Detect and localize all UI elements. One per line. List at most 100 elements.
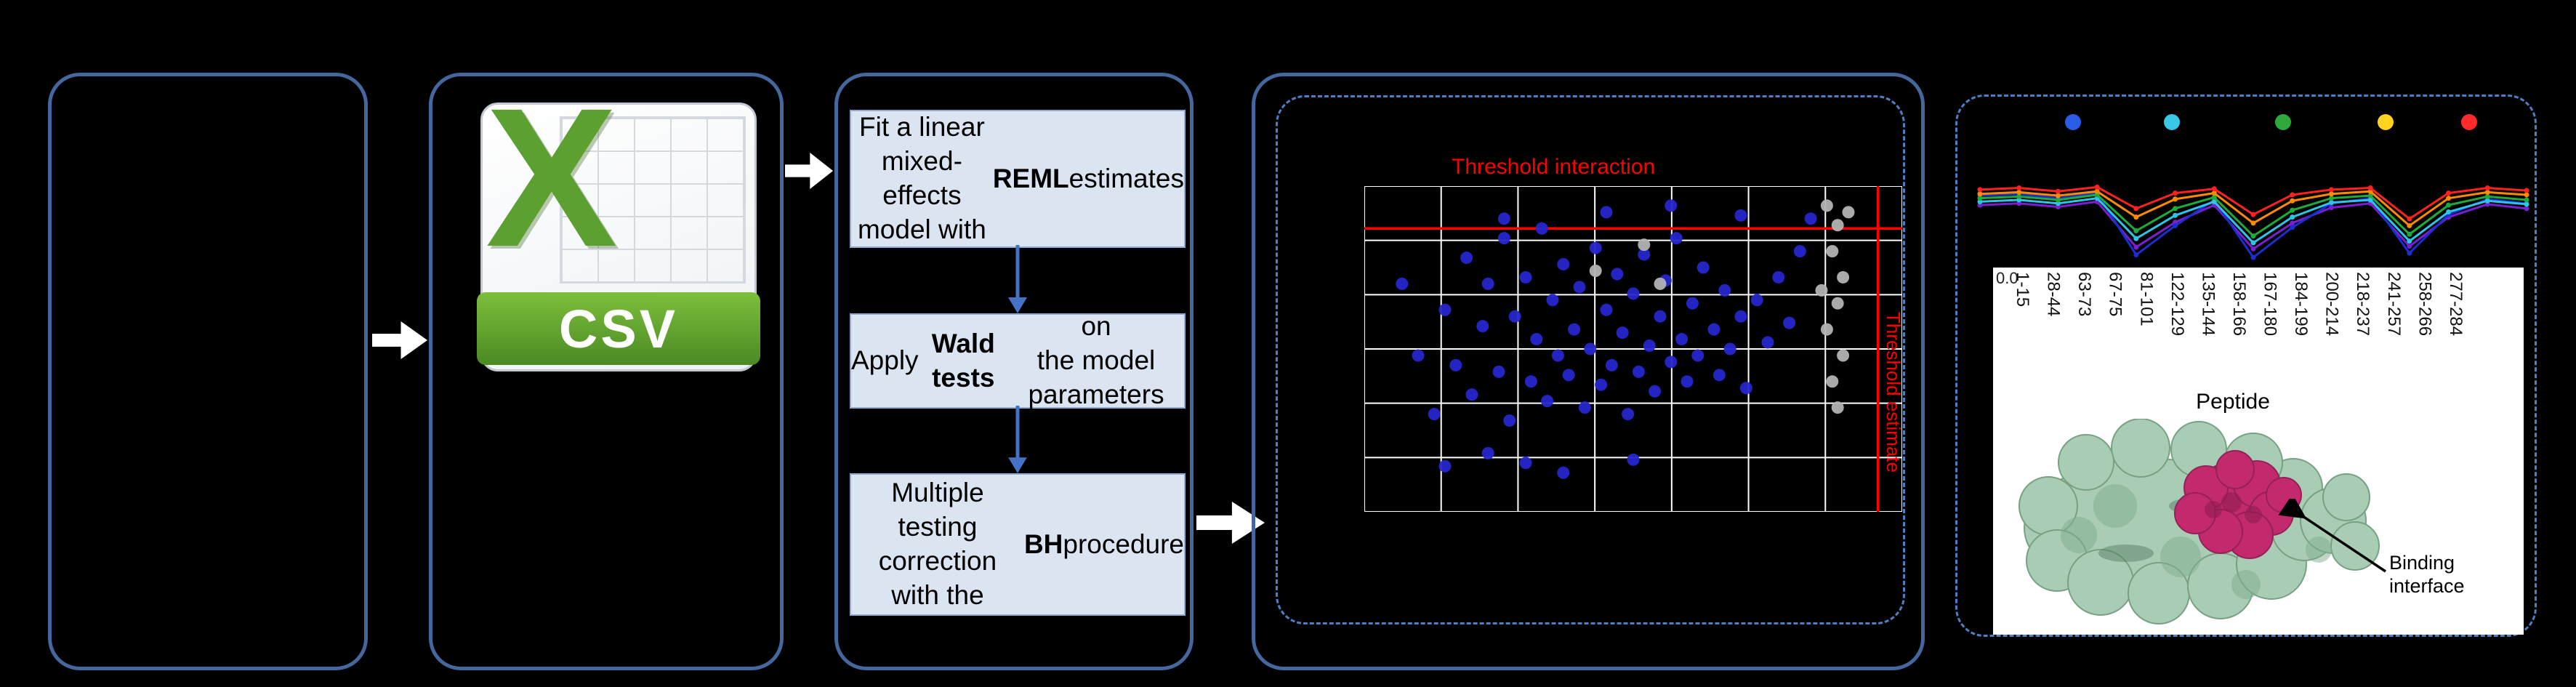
step-text: Multiple testing correction with the <box>878 478 997 610</box>
scatter-point <box>1562 369 1575 382</box>
peptide-tick-label: 1-15 <box>2013 272 2032 308</box>
peptide-axis-title: Peptide <box>2196 390 2270 414</box>
uptake-point <box>2250 233 2256 239</box>
uptake-point <box>2133 236 2139 241</box>
scatter-point <box>1739 382 1752 395</box>
scatter-point <box>1557 258 1570 271</box>
legend-dot <box>2461 114 2477 130</box>
peptide-tick-label: 67-75 <box>2105 272 2125 317</box>
uptake-point <box>2484 189 2490 195</box>
scatter-point <box>1718 284 1731 297</box>
scatter-point <box>1589 264 1602 277</box>
uptake-point <box>2290 207 2295 213</box>
step-text: estimates <box>1068 163 1184 193</box>
scatter-point <box>1638 238 1651 252</box>
scatter-point <box>1449 358 1462 371</box>
uptake-point <box>2173 196 2178 202</box>
scatter-point <box>1831 401 1844 414</box>
scatter-point <box>1438 459 1452 473</box>
scatter-point <box>1546 294 1559 307</box>
scatter-point <box>1465 388 1478 401</box>
scatter-point <box>1826 375 1839 388</box>
uptake-point <box>2367 185 2373 191</box>
uptake-point <box>2446 209 2452 215</box>
uptake-point <box>2407 250 2412 256</box>
uptake-point <box>2328 196 2334 201</box>
step-text-bold: Wald tests <box>931 328 995 393</box>
uptake-point <box>2055 188 2061 194</box>
uptake-point <box>2133 244 2139 250</box>
scatter-point <box>1428 408 1441 421</box>
thresholding-panel: Threshold interaction Threshold estimate <box>1252 73 1925 670</box>
scatter-point <box>1584 342 1597 355</box>
peptide-tick-label: 122-129 <box>2167 272 2187 337</box>
uptake-point <box>2407 222 2412 228</box>
scatter-point <box>1804 212 1817 225</box>
uptake-point <box>2094 188 2100 194</box>
legend-dot <box>2275 114 2291 130</box>
scatter-point <box>1654 310 1667 323</box>
scatter-point <box>1497 212 1510 225</box>
uptake-point <box>2250 246 2256 252</box>
uptake-point <box>2524 192 2529 198</box>
uptake-point <box>2524 188 2529 193</box>
scatter-point <box>1622 408 1635 421</box>
uptake-point <box>2211 198 2217 204</box>
uptake-point <box>2133 228 2139 234</box>
peptide-tick-label: 200-214 <box>2322 272 2342 337</box>
uptake-point <box>2290 198 2295 204</box>
flow-arrow-icon <box>785 153 833 189</box>
step-text-bold: REML <box>992 163 1069 193</box>
scatter-point <box>1820 323 1833 336</box>
uptake-point <box>2367 193 2373 198</box>
uptake-point <box>2016 193 2022 199</box>
uptake-point <box>2524 206 2529 212</box>
uptake-point <box>2290 214 2295 220</box>
peptide-tick-label: 81-101 <box>2136 272 2157 326</box>
uptake-point <box>2250 220 2256 226</box>
uptake-point <box>2328 200 2334 206</box>
statistics-panel: Fit a linear mixed- effects model with R… <box>834 73 1194 670</box>
uptake-point <box>2407 244 2412 249</box>
scatter-point <box>1750 294 1763 307</box>
scatter-point <box>1826 245 1839 258</box>
scatter-point <box>1772 270 1785 284</box>
scatter-point <box>1611 268 1624 281</box>
flow-arrow-icon <box>1196 502 1265 544</box>
scatter-point <box>1535 222 1548 235</box>
peptide-tick-label: 135-144 <box>2198 272 2218 337</box>
uptake-point <box>2094 184 2100 190</box>
peptide-tick-label: 218-237 <box>2353 272 2373 337</box>
peptide-tick-label: 158-166 <box>2229 272 2249 337</box>
scatter-point <box>1783 316 1796 329</box>
scatter-point <box>1412 349 1425 362</box>
scatter-point <box>1600 206 1613 219</box>
uptake-point <box>2016 189 2022 195</box>
scatter-point <box>1649 385 1662 398</box>
scatter-point <box>1595 378 1608 391</box>
scatter-point <box>1707 323 1720 336</box>
peptide-tick-label: 277-284 <box>2445 272 2466 337</box>
uptake-point <box>2524 201 2529 207</box>
scatter-point <box>1643 340 1656 353</box>
uptake-point <box>1977 191 1983 197</box>
uptake-point <box>2290 220 2295 226</box>
scatter-point <box>1696 261 1710 274</box>
csv-banner: CSV <box>477 292 760 365</box>
scatter-point <box>1842 206 1855 219</box>
uptake-point <box>2446 196 2452 201</box>
step-text: on the model parameters <box>1028 311 1164 409</box>
uptake-point <box>2407 231 2412 237</box>
uptake-point <box>2173 190 2178 196</box>
scatter-point <box>1654 277 1667 290</box>
uptake-point <box>2367 197 2373 203</box>
step-wald-tests: Apply Wald tests on the model parameters <box>850 311 1186 409</box>
uptake-point <box>2446 190 2452 196</box>
uptake-point <box>1977 187 1983 193</box>
uptake-point <box>2290 225 2295 230</box>
scatter-point <box>1632 365 1645 378</box>
uptake-point <box>2328 187 2334 193</box>
scatter-point <box>1481 446 1494 459</box>
scatter-point <box>1831 219 1844 232</box>
